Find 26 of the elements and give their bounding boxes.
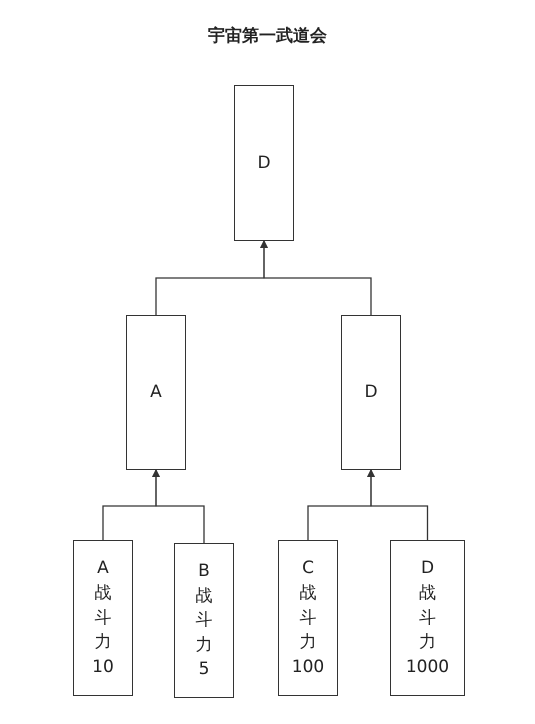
contestant-box xyxy=(174,543,234,698)
contestant-box xyxy=(73,540,133,696)
power-value: 100 xyxy=(292,656,324,679)
power-label: 战斗力 xyxy=(94,582,112,654)
power-label: 战斗力 xyxy=(196,584,212,657)
winner-name: A xyxy=(150,381,162,404)
power-value: 1000 xyxy=(406,656,450,679)
winner-box xyxy=(126,315,186,470)
contestant-name: C xyxy=(302,557,314,580)
power-label: 战斗力 xyxy=(419,582,436,654)
power-label: 战斗力 xyxy=(300,582,316,654)
contestant-name: D xyxy=(420,557,434,580)
winner-name: D xyxy=(364,381,378,404)
winner-box xyxy=(234,85,294,241)
power-value: 5 xyxy=(198,658,210,682)
connector-arrow xyxy=(367,469,428,540)
contestant-name: A xyxy=(97,557,109,580)
power-value: 10 xyxy=(92,656,114,679)
contestant-box xyxy=(278,540,338,696)
connector-arrow xyxy=(152,469,205,543)
winner-name: D xyxy=(257,152,271,175)
winner-box xyxy=(341,315,401,470)
contestant-name: B xyxy=(198,560,210,583)
diagram-title: 宇宙第一武道会 xyxy=(207,25,328,47)
contestant-box xyxy=(390,540,465,696)
connector-arrow xyxy=(260,240,372,315)
